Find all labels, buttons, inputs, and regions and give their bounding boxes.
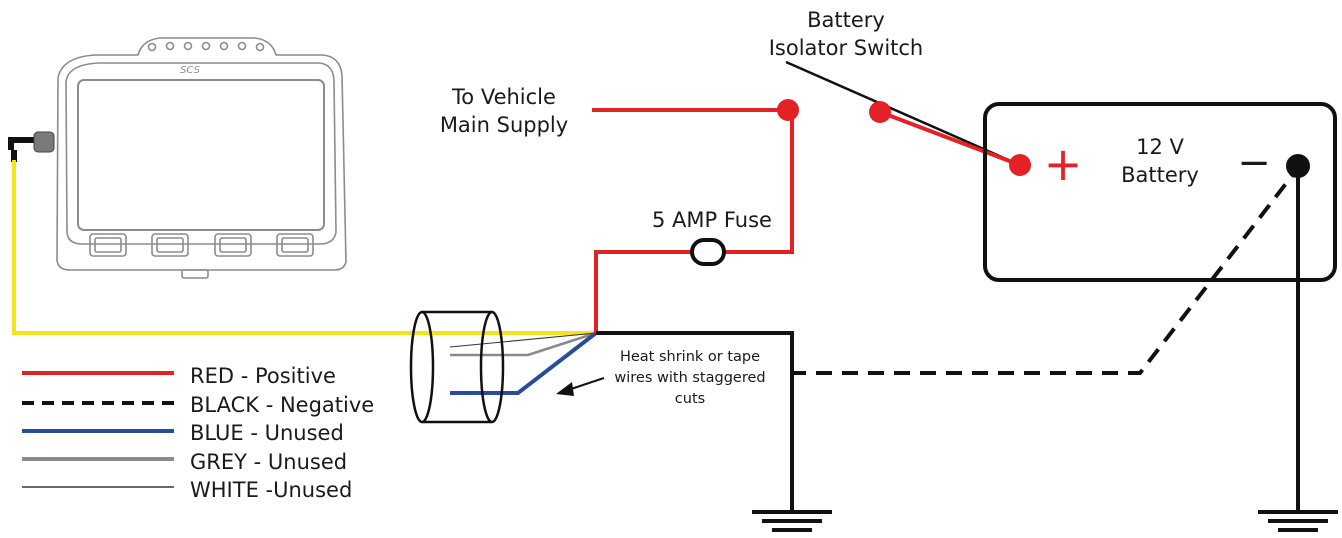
battery-voltage-label: 12 V [1136,135,1184,159]
legend-label-red: RED - Positive [190,364,336,388]
yellow-wire [12,160,596,335]
ground-symbol-right [1258,510,1338,532]
legend-item-black: BLACK - Negative [22,393,374,417]
black-negative-dashed [790,166,1300,375]
legend-item-grey: GREY - Unused [22,450,347,474]
device-logo: SCS [180,65,201,76]
heat-shrink-cylinder [409,310,505,424]
heatshrink-note-1: Heat shrink or tape [620,349,760,365]
isolator-switch [777,60,1031,176]
blue-wire [450,331,598,395]
to-vehicle-label-2: Main Supply [440,113,568,137]
red-power-wire [594,250,694,333]
legend-item-red: RED - Positive [22,364,336,388]
battery-positive-symbol: + [1044,137,1083,191]
heatshrink-note-2: wires with staggered [614,370,765,386]
device-buttons [89,233,314,257]
isolator-label-1: Battery [807,8,885,32]
heatshrink-note-3: cuts [675,391,705,407]
black-ground-wire [596,331,794,510]
fuse-symbol [690,238,726,266]
legend-item-white: WHITE -Unused [22,478,352,502]
status-led-row [147,41,265,52]
callout-arrow [556,377,605,396]
legend-label-grey: GREY - Unused [190,450,347,474]
grey-wire [450,331,597,357]
dash-display-device [56,37,347,279]
connector-plug [8,131,55,162]
ground-symbol-left [752,510,832,532]
legend: RED - Positive BLACK - Negative BLUE - U… [22,364,374,502]
legend-item-blue: BLUE - Unused [22,421,344,445]
legend-label-blue: BLUE - Unused [190,421,344,445]
white-wire [449,332,597,348]
battery-name-label: Battery [1121,163,1199,187]
legend-label-white: WHITE -Unused [190,478,352,502]
battery-negative-symbol: − [1237,140,1271,186]
isolator-label-2: Isolator Switch [769,36,924,60]
battery-box [983,102,1337,282]
to-vehicle-label-1: To Vehicle [451,85,556,109]
fuse-label: 5 AMP Fuse [652,208,772,232]
legend-label-black: BLACK - Negative [190,393,374,417]
